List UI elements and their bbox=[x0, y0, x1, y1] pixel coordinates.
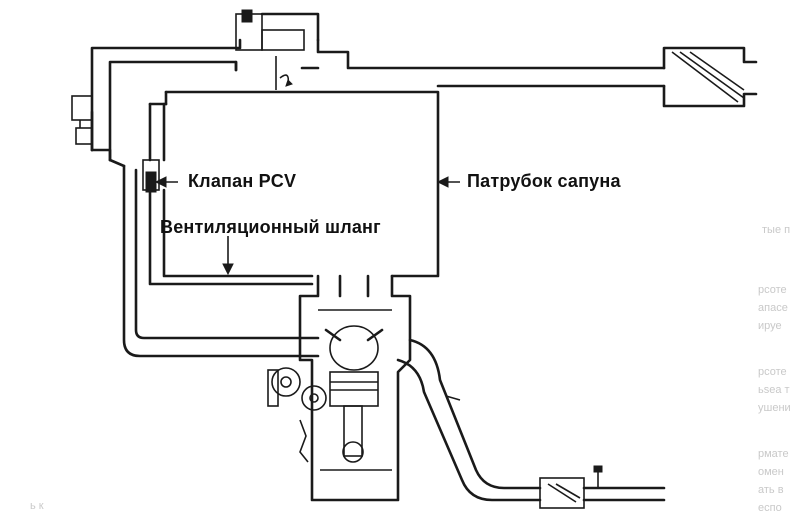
exhaust-pipe bbox=[396, 338, 666, 509]
bleed-through-text: ь к bbox=[30, 500, 44, 512]
ventilation-hose-arrow bbox=[222, 236, 234, 276]
breather-pipe-arrow bbox=[436, 176, 460, 188]
ventilation-hose-label: Вентиляционный шланг bbox=[160, 217, 381, 237]
bleed-through-text: ьsеа т bbox=[758, 384, 790, 396]
mounting-bracket bbox=[71, 95, 93, 145]
engine-block bbox=[298, 274, 412, 502]
bleed-through-text: еспо bbox=[758, 502, 782, 514]
bleed-through-text: рсоте bbox=[758, 366, 787, 378]
bleed-through-text: омен bbox=[758, 466, 784, 478]
pcv-valve-label: Клапан PCV bbox=[188, 171, 297, 191]
outer-breather-line bbox=[90, 38, 666, 162]
bleed-through-text: рсоте bbox=[758, 284, 787, 296]
breather-pipe-loop bbox=[148, 90, 440, 286]
pcv-valve-arrow bbox=[154, 176, 178, 188]
bleed-through-text: тые п bbox=[762, 224, 791, 236]
bleed-through-text: ушени bbox=[758, 402, 791, 414]
air-intake-duct bbox=[436, 46, 758, 108]
breather-pipe-label: Патрубок сапуна bbox=[467, 171, 621, 191]
bleed-through-text: рмате bbox=[758, 448, 789, 460]
bleed-through-text: ать в bbox=[758, 484, 784, 496]
throttle-body bbox=[234, 9, 320, 90]
timing-gears bbox=[267, 367, 327, 463]
pcv-valve-shape bbox=[142, 159, 160, 193]
bleed-through-text: апасе bbox=[758, 302, 788, 314]
bleed-through-text: ируе bbox=[758, 320, 782, 332]
